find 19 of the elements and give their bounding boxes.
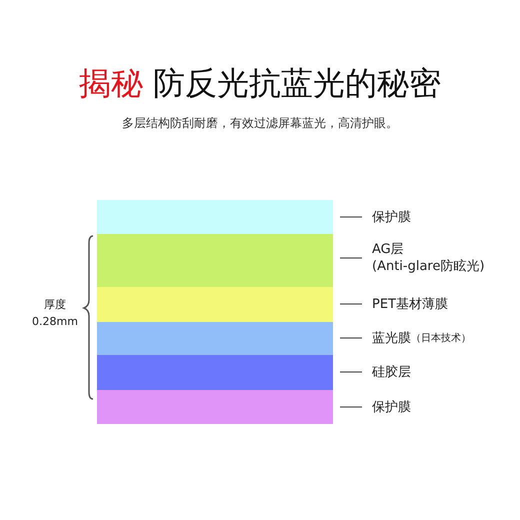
leader-line <box>340 216 362 218</box>
title: 揭秘 防反光抗蓝光的秘密 <box>78 63 442 104</box>
layer-band <box>97 355 333 390</box>
layer-label: AG层 <box>372 241 405 258</box>
layer-note: （日本技术） <box>411 332 471 346</box>
layer-label: 保护膜 <box>372 398 411 416</box>
layer-band <box>97 287 333 322</box>
thickness-label: 厚度 0.28mm <box>31 297 79 330</box>
subtitle: 多层结构防刮耐磨，有效过滤屏幕蓝光，高清护眼。 <box>121 115 399 132</box>
layer-label: 保护膜 <box>372 208 411 226</box>
layer-note: (Anti-glare防眩光) <box>372 258 485 275</box>
layer-label: 蓝光膜 <box>372 330 411 346</box>
layer-label: 硅胶层 <box>372 364 411 380</box>
layer-band <box>97 390 333 424</box>
layer-label: PET基材薄膜 <box>372 296 448 312</box>
leader-line <box>340 406 362 408</box>
layer-band <box>97 200 333 234</box>
layer-band <box>97 322 333 355</box>
layer-band <box>97 234 333 287</box>
